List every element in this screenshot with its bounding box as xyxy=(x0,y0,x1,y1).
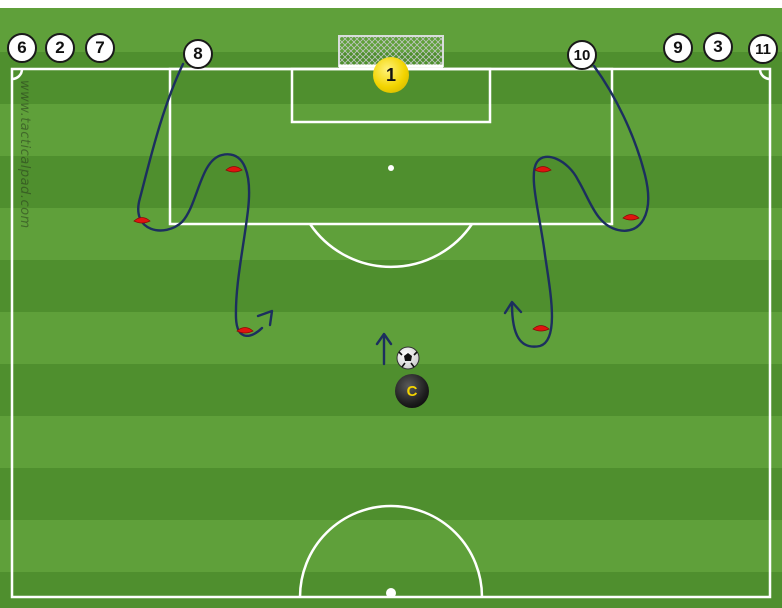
player-marker-6[interactable]: 6 xyxy=(7,33,37,63)
player-marker-3[interactable]: 3 xyxy=(703,32,733,62)
player-marker-7[interactable]: 7 xyxy=(85,33,115,63)
coach-marker[interactable]: C xyxy=(395,374,429,408)
player-marker-8[interactable]: 8 xyxy=(183,39,213,69)
goalkeeper-marker[interactable]: 1 xyxy=(373,57,409,93)
center-spot xyxy=(386,588,396,598)
soccer-ball-icon xyxy=(397,347,419,369)
watermark-text: www.tacticalpad.com xyxy=(14,80,32,270)
player-marker-9[interactable]: 9 xyxy=(663,33,693,63)
player-marker-2[interactable]: 2 xyxy=(45,33,75,63)
penalty-spot xyxy=(388,165,394,171)
player-marker-10[interactable]: 10 xyxy=(567,40,597,70)
player-marker-11[interactable]: 11 xyxy=(748,34,778,64)
